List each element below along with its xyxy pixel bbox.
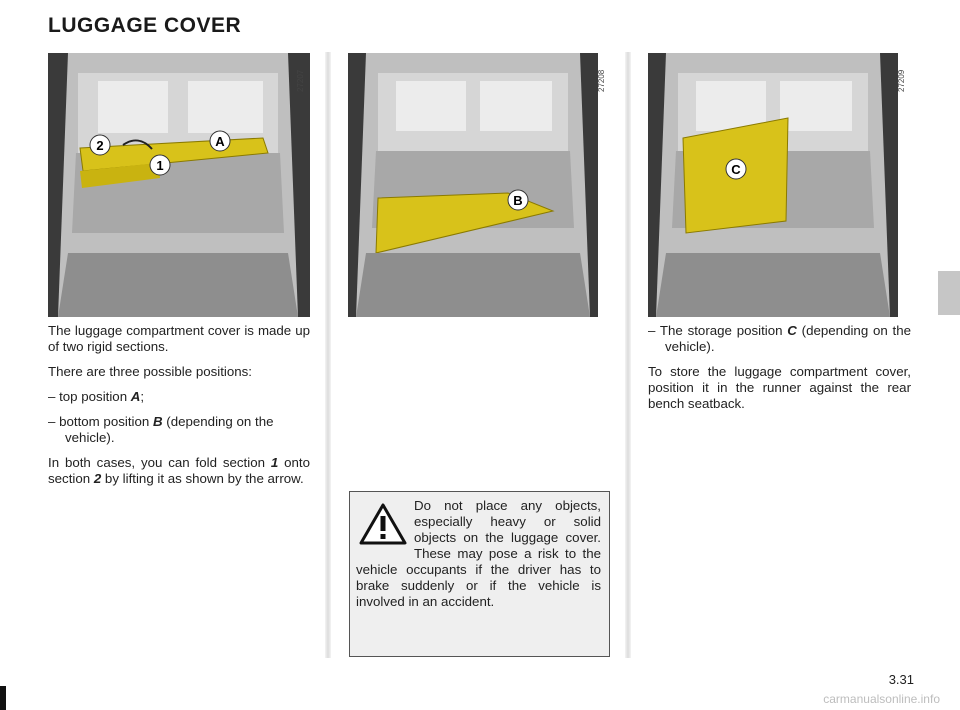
figure-label-C: C (731, 162, 741, 177)
list-item-bottom-position: – bottom position B (depending on the ve… (48, 414, 274, 445)
store-paragraph: To store the luggage compartment cover, … (648, 364, 911, 411)
fold-paragraph: In both cases, you can fold section 1 on… (48, 455, 310, 486)
intro-paragraph: The luggage compartment cover is made up… (48, 323, 310, 354)
figure-code: 27209 (897, 69, 906, 92)
figure-label-1: 1 (156, 158, 163, 173)
page-title: LUGGAGE COVER (48, 14, 242, 37)
warning-text: Do not place any objects, especially hea… (356, 498, 601, 609)
column-3-text: – The storage position C (depending on t… (648, 323, 911, 421)
figure-code: 27207 (296, 69, 305, 92)
figure-label-2: 2 (96, 138, 103, 153)
warning-box: Do not place any objects, especially hea… (349, 491, 610, 657)
page-number: 3.31 (888, 672, 914, 687)
figure-storage-position: C (648, 53, 898, 317)
figure-top-position: 2 A 1 (48, 53, 310, 317)
list-item-storage-position: – The storage position C (depending on t… (648, 323, 912, 354)
section-tab (938, 271, 960, 315)
figure-bottom-position: B (348, 53, 598, 317)
column-divider (325, 52, 331, 658)
footer-watermark: carmanualsonline.info (823, 692, 940, 706)
figure-code: 27208 (597, 69, 606, 92)
column-1-text: The luggage compartment cover is made up… (48, 323, 310, 496)
column-divider (625, 52, 631, 658)
figure-label-B: B (513, 193, 522, 208)
figure-label-A: A (215, 134, 225, 149)
positions-lead: There are three possible positions: (48, 364, 252, 379)
list-item-top-position: – top position A; (48, 389, 145, 404)
warning-triangle-icon (359, 503, 407, 545)
footer-marker (0, 686, 6, 710)
